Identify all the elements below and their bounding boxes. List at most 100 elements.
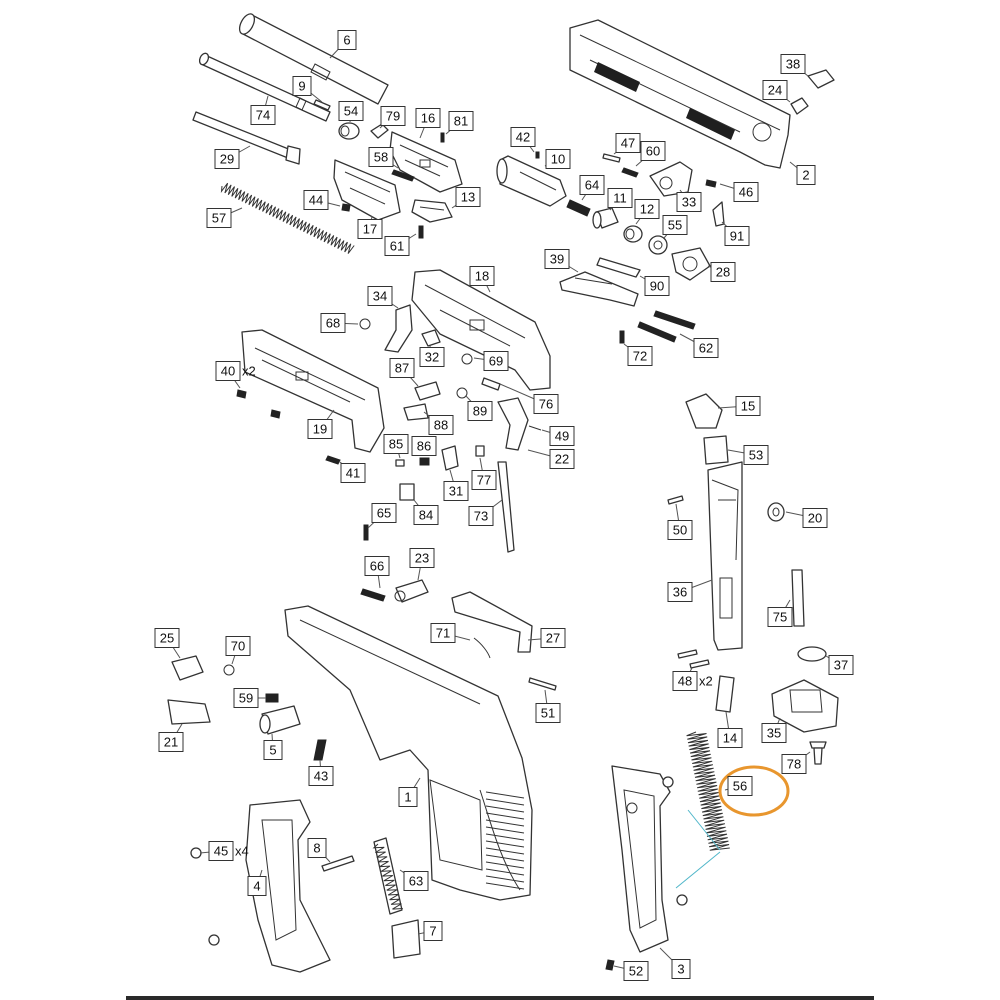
callout-box [724,226,750,246]
callout-label: 12 [640,202,654,217]
callout-23: 23 [409,548,435,581]
assembly-guide-lines [675,809,721,889]
callout-box [671,959,691,979]
part-54-bushing [338,122,360,140]
part-31-part [441,445,459,471]
part-77-pin [475,445,485,457]
callout-box [468,506,494,526]
callout-22: 22 [527,449,575,469]
callout-box [579,175,605,195]
callout-box [727,776,753,796]
callout-box [607,188,633,208]
part-35-base-plate [771,679,839,733]
callout-box [544,249,570,269]
callout-box [215,361,241,381]
callout-31: 31 [443,469,469,501]
callout-box [263,740,283,760]
callout-label: 50 [673,523,687,538]
callout-75: 75 [767,599,793,627]
callout-label: 88 [434,418,448,433]
part-34-trigger [384,304,413,353]
callout-label: 5 [269,743,276,758]
callout-68: 68 [320,313,359,333]
callout-label: 33 [682,195,696,210]
callout-box [430,623,456,643]
callout-box [802,508,828,528]
callout-16: 16 [415,108,441,139]
callout-63: 63 [399,869,429,891]
part-88-part [403,403,429,421]
callout-20: 20 [785,508,828,528]
callout-label: 9 [298,79,305,94]
part-76-pin [481,377,501,391]
callout-box [549,426,575,446]
part-79-lever [370,123,389,139]
callout-14: 14 [717,711,743,748]
callout-51: 51 [535,689,561,723]
callout-box [214,149,240,169]
callout-label: 29 [220,152,234,167]
callout-box [634,199,660,219]
callout-box [371,503,397,523]
callout-73: 73 [468,499,503,526]
callout-76: 76 [499,383,559,414]
callout-34: 34 [367,286,399,309]
bottom-border [126,996,874,1000]
part-48-pins [677,649,710,669]
part-38-rear-sight [807,69,835,89]
callout-label: 24 [768,83,782,98]
callout-65: 65 [367,503,397,529]
callout-label: 27 [546,631,560,646]
callout-label: 13 [461,190,475,205]
callout-19: 19 [307,409,335,439]
callout-box [540,628,566,648]
callout-box [615,133,641,153]
callout-box [733,182,759,202]
part-50-pin [667,495,684,505]
callout-label: 76 [539,397,553,412]
callout-box [419,347,445,367]
callout-box [250,105,276,125]
callout-81: 81 [445,111,474,135]
callout-49: 49 [541,426,575,446]
callout-label: 77 [477,473,491,488]
callout-24: 24 [762,80,791,103]
part-85-pin [395,459,405,467]
callout-box [549,449,575,469]
callout-label: 54 [344,104,358,119]
callout-60: 60 [635,141,666,167]
callout-box [206,208,232,228]
part-36-magazine [707,461,743,651]
callout-quantity: x2 [699,674,713,689]
part-52-screw [605,959,615,971]
callout-28: 28 [707,262,736,282]
callout-box [383,434,409,454]
part-72-pin [619,330,625,344]
callout-62: 62 [679,333,719,358]
callout-50: 50 [667,503,693,540]
callout-box [154,628,180,648]
part-41-spring [325,455,341,465]
callout-box [623,961,649,981]
callout-box [380,106,406,126]
part-9-pin [313,99,331,111]
callout-11: 11 [607,188,633,211]
callout-label: 47 [621,136,635,151]
callout-label: 60 [646,144,660,159]
part-37-ring [797,646,827,662]
callout-box [320,313,346,333]
callout-84: 84 [413,499,439,525]
callout-label: 3 [677,962,684,977]
callout-77: 77 [471,457,497,490]
callout-box [337,30,357,50]
callout-label: 72 [633,349,647,364]
callout-box [448,111,474,131]
callout-box [644,276,670,296]
callout-label: 19 [313,422,327,437]
callout-box [308,766,334,786]
callout-box [208,841,234,861]
callout-label: 68 [326,316,340,331]
part-87-lever [414,381,441,401]
callout-box [403,871,429,891]
